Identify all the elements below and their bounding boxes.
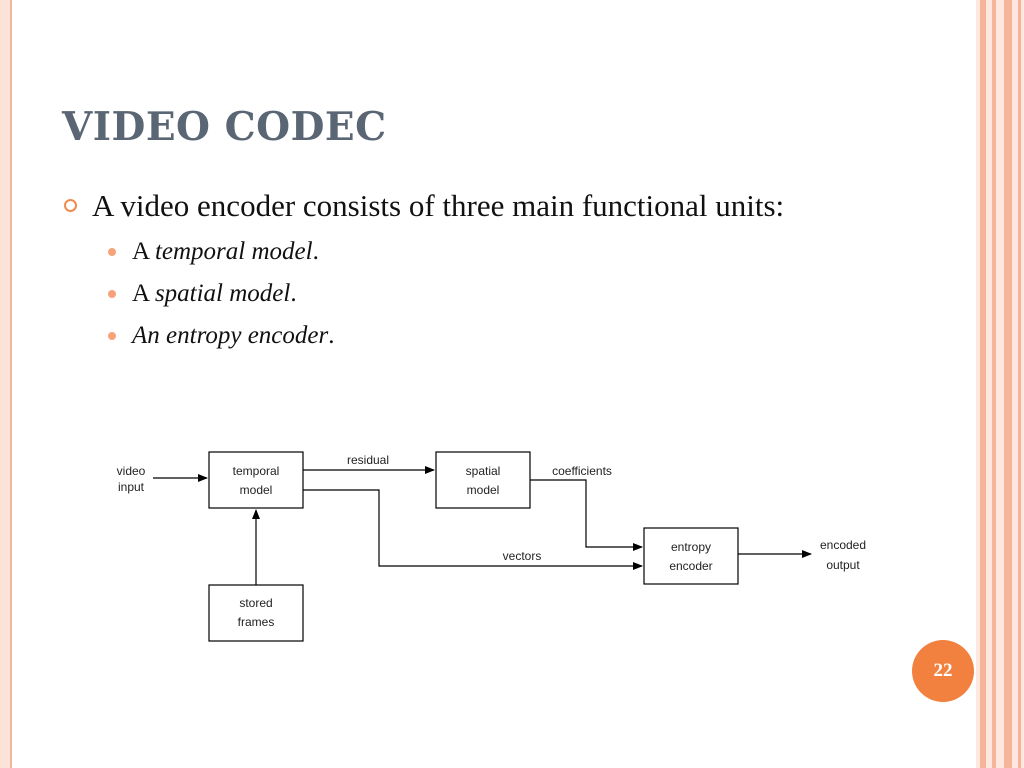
stored-frames-label: frames: [238, 615, 275, 629]
slide-body: A video encoder consists of three main f…: [62, 186, 912, 352]
stored-frames-label: stored: [239, 596, 272, 610]
vectors-arrow: [303, 489, 643, 570]
entropy-encoder-label: entropy: [671, 540, 711, 554]
sub-bullet-emphasis: An entropy encoder: [132, 322, 329, 349]
dot-bullet-icon: [108, 290, 116, 298]
left-border: [0, 0, 12, 768]
right-border: [976, 0, 1024, 768]
spatial-model-box: [435, 451, 531, 509]
dot-bullet-icon: [108, 248, 116, 256]
page-number-badge: 22: [912, 640, 974, 702]
temporal-model-box: [208, 451, 304, 509]
residual-label: residual: [347, 453, 389, 467]
bullet-item: A video encoder consists of three main f…: [62, 186, 912, 226]
slide-title: VIDEO CODEC: [62, 104, 387, 150]
sub-bullet-suffix: .: [290, 280, 297, 307]
sub-bullet-emphasis: temporal model: [154, 238, 313, 265]
coefficients-arrow: [530, 479, 643, 551]
spatial-model-label: spatial: [466, 464, 501, 478]
sub-bullet-prefix: A: [132, 238, 155, 265]
coefficients-label: coefficients: [552, 464, 612, 478]
temporal-model-label: temporal: [233, 464, 280, 478]
dot-bullet-icon: [108, 332, 116, 340]
sub-bullet-prefix: A: [132, 280, 155, 307]
spatial-model-label: model: [467, 483, 500, 497]
encoded-output-label: output: [826, 558, 860, 572]
sub-bullet-emphasis: spatial model: [154, 280, 291, 307]
video-input-label: video: [117, 464, 146, 478]
sub-bullet-item: A spatial model.: [62, 278, 912, 310]
temporal-model-label: model: [240, 483, 273, 497]
sub-bullet-item: An entropy encoder.: [62, 320, 912, 352]
encoded-output-label: encoded: [820, 538, 866, 552]
bullet-text: A video encoder consists of three main f…: [92, 188, 785, 223]
entropy-encoder-box: [643, 527, 739, 585]
stored-frames-box: [208, 584, 304, 642]
entropy-encoder-label: encoder: [669, 559, 712, 573]
sub-bullet-suffix: .: [312, 238, 319, 265]
sub-bullet-item: A temporal model.: [62, 236, 912, 268]
sub-bullet-suffix: .: [328, 322, 335, 349]
video-input-label: input: [118, 480, 145, 494]
ring-bullet-icon: [64, 199, 77, 212]
vectors-label: vectors: [503, 549, 542, 563]
